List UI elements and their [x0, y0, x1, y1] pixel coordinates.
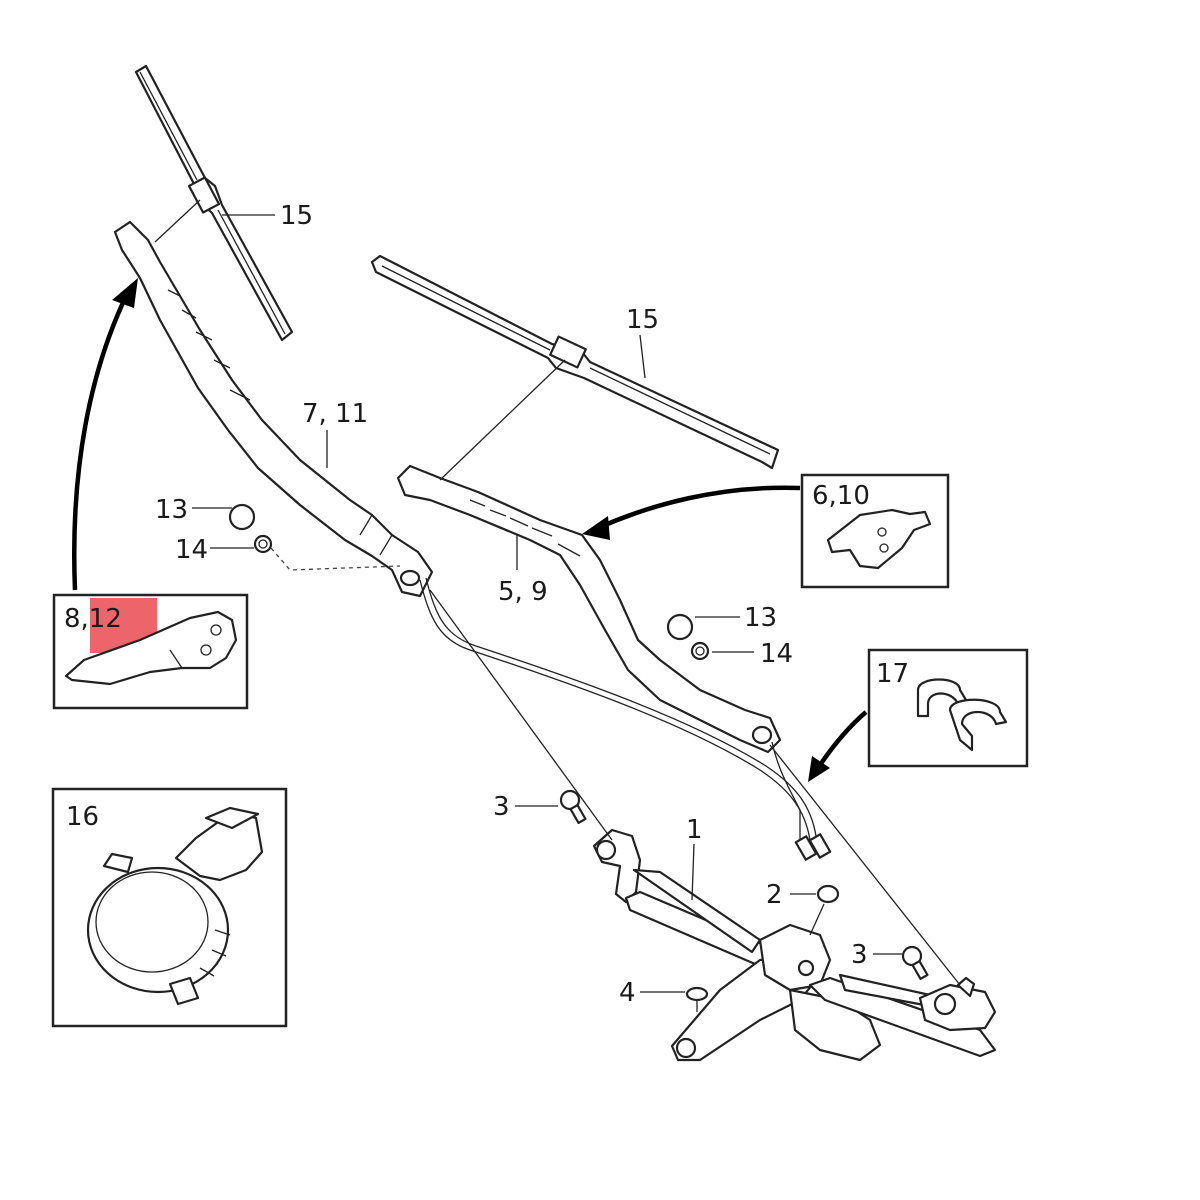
- callout-7-11: 7, 11: [302, 399, 368, 429]
- left-wiper-blade: [134, 64, 294, 342]
- callout-14-right: 14: [760, 639, 793, 669]
- box-6-10: [800, 473, 950, 589]
- callout-15-left: 15: [280, 201, 313, 231]
- box-16: [51, 787, 288, 1028]
- callout-2: 2: [766, 880, 783, 910]
- arrow-17-to-hose: [808, 710, 868, 782]
- callout-6-10: 6,10: [812, 481, 870, 511]
- bolt-3-right: [901, 945, 929, 981]
- nut-14-left: [253, 534, 273, 554]
- callout-3-right: 3: [851, 940, 868, 970]
- arrow-6-10-to-arm: [582, 485, 801, 540]
- right-wiper-arm: [396, 464, 782, 754]
- cap-13-right: [666, 613, 694, 641]
- callout-16: 16: [66, 802, 99, 832]
- callout-14-left: 14: [175, 535, 208, 565]
- box-8-12: [52, 593, 249, 710]
- right-wiper-blade: [370, 254, 780, 470]
- bolt-4: [685, 986, 709, 1012]
- callout-8-12: 8,12: [64, 604, 122, 634]
- wiper-linkage-motor: [592, 828, 997, 1062]
- arrow-8-12-to-arm: [71, 278, 138, 591]
- callout-15-right: 15: [626, 305, 659, 335]
- callout-5-9: 5, 9: [498, 577, 548, 607]
- callout-4: 4: [619, 978, 636, 1008]
- grommet-2: [816, 884, 840, 904]
- callout-1: 1: [686, 815, 703, 845]
- cap-13-left: [228, 503, 256, 531]
- nut-14-right: [690, 641, 710, 661]
- callout-13-right: 13: [744, 603, 777, 633]
- bolt-3-left: [559, 789, 587, 825]
- left-wiper-arm: [113, 220, 434, 598]
- callout-3-left: 3: [493, 792, 510, 822]
- callout-13-left: 13: [155, 495, 188, 525]
- box-17: [867, 648, 1029, 768]
- callout-17: 17: [876, 659, 909, 689]
